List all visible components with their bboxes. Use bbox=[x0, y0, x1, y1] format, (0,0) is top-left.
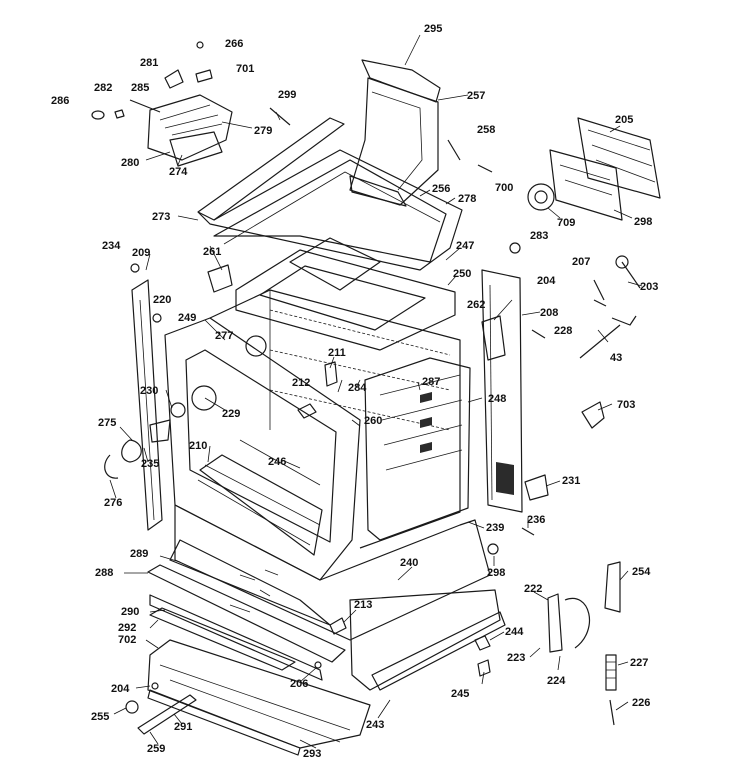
label-220: 220 bbox=[153, 294, 171, 306]
label-289: 289 bbox=[130, 548, 148, 560]
label-285: 285 bbox=[131, 82, 149, 94]
label-209: 209 bbox=[132, 247, 150, 259]
label-239: 239 bbox=[486, 522, 504, 534]
label-298-bottom: 298 bbox=[487, 567, 505, 579]
label-203: 203 bbox=[640, 281, 658, 293]
label-229: 229 bbox=[222, 408, 240, 420]
label-211: 211 bbox=[328, 347, 346, 359]
label-260: 260 bbox=[364, 415, 382, 427]
label-43: 43 bbox=[610, 352, 622, 364]
screw-part bbox=[269, 107, 291, 126]
label-206: 206 bbox=[290, 678, 308, 690]
label-295: 295 bbox=[424, 23, 442, 35]
rear-bracket-part bbox=[549, 117, 661, 221]
vent-duct-part bbox=[349, 59, 441, 207]
label-257: 257 bbox=[467, 90, 485, 102]
label-283: 283 bbox=[530, 230, 548, 242]
label-236: 236 bbox=[527, 514, 545, 526]
label-231: 231 bbox=[562, 475, 580, 487]
label-284: 284 bbox=[348, 382, 367, 394]
label-299: 299 bbox=[278, 89, 296, 101]
label-262: 262 bbox=[467, 299, 485, 311]
label-249: 249 bbox=[178, 312, 196, 324]
label-210: 210 bbox=[189, 440, 207, 452]
label-701: 701 bbox=[236, 63, 254, 75]
label-235: 235 bbox=[141, 458, 159, 470]
label-223: 223 bbox=[507, 652, 525, 664]
label-700: 700 bbox=[495, 182, 513, 194]
label-204-top: 204 bbox=[537, 275, 556, 287]
range-body-frame bbox=[131, 117, 523, 756]
callout-labels: 295 266 281 701 282 285 286 299 257 279 … bbox=[51, 23, 658, 760]
label-277: 277 bbox=[215, 330, 233, 342]
label-298-top: 298 bbox=[634, 216, 652, 228]
burner-assembly-part bbox=[91, 41, 233, 167]
label-280: 280 bbox=[121, 157, 139, 169]
label-274: 274 bbox=[169, 166, 188, 178]
label-286: 286 bbox=[51, 95, 69, 107]
label-246: 246 bbox=[268, 456, 286, 468]
label-247: 247 bbox=[456, 240, 474, 252]
label-234: 234 bbox=[102, 240, 121, 252]
label-273: 273 bbox=[152, 211, 170, 223]
label-224: 224 bbox=[547, 675, 566, 687]
label-288: 288 bbox=[95, 567, 113, 579]
label-276: 276 bbox=[104, 497, 122, 509]
label-292: 292 bbox=[118, 622, 136, 634]
label-266: 266 bbox=[225, 38, 243, 50]
label-208: 208 bbox=[540, 307, 558, 319]
label-293: 293 bbox=[303, 748, 321, 760]
label-207: 207 bbox=[572, 256, 590, 268]
label-290: 290 bbox=[121, 606, 139, 618]
label-245: 245 bbox=[451, 688, 469, 700]
label-212: 212 bbox=[292, 377, 310, 389]
knob-part bbox=[527, 183, 555, 211]
label-703: 703 bbox=[617, 399, 635, 411]
label-702: 702 bbox=[118, 634, 136, 646]
small-parts-group bbox=[104, 242, 641, 726]
label-248: 248 bbox=[488, 393, 506, 405]
label-279: 279 bbox=[254, 125, 272, 137]
label-287: 287 bbox=[422, 376, 440, 388]
label-291: 291 bbox=[174, 721, 192, 733]
label-275: 275 bbox=[98, 417, 116, 429]
label-256: 256 bbox=[432, 183, 450, 195]
label-230: 230 bbox=[140, 385, 158, 397]
screw-part-258 bbox=[447, 139, 461, 161]
label-250: 250 bbox=[453, 268, 471, 280]
label-227: 227 bbox=[630, 657, 648, 669]
label-205: 205 bbox=[615, 114, 633, 126]
label-281: 281 bbox=[140, 57, 158, 69]
label-261: 261 bbox=[203, 246, 221, 258]
label-255: 255 bbox=[91, 711, 109, 723]
label-259: 259 bbox=[147, 743, 165, 755]
label-254: 254 bbox=[632, 566, 651, 578]
label-213: 213 bbox=[354, 599, 372, 611]
label-222: 222 bbox=[524, 583, 542, 595]
label-244: 244 bbox=[505, 626, 524, 638]
label-709: 709 bbox=[557, 217, 575, 229]
label-258: 258 bbox=[477, 124, 495, 136]
label-243: 243 bbox=[366, 719, 384, 731]
label-228: 228 bbox=[554, 325, 572, 337]
label-282: 282 bbox=[94, 82, 112, 94]
label-240: 240 bbox=[400, 557, 418, 569]
leader-lines bbox=[109, 34, 643, 749]
label-226: 226 bbox=[632, 697, 650, 709]
label-204-bottom: 204 bbox=[111, 683, 130, 695]
clip-part-700 bbox=[477, 164, 493, 173]
label-278: 278 bbox=[458, 193, 476, 205]
